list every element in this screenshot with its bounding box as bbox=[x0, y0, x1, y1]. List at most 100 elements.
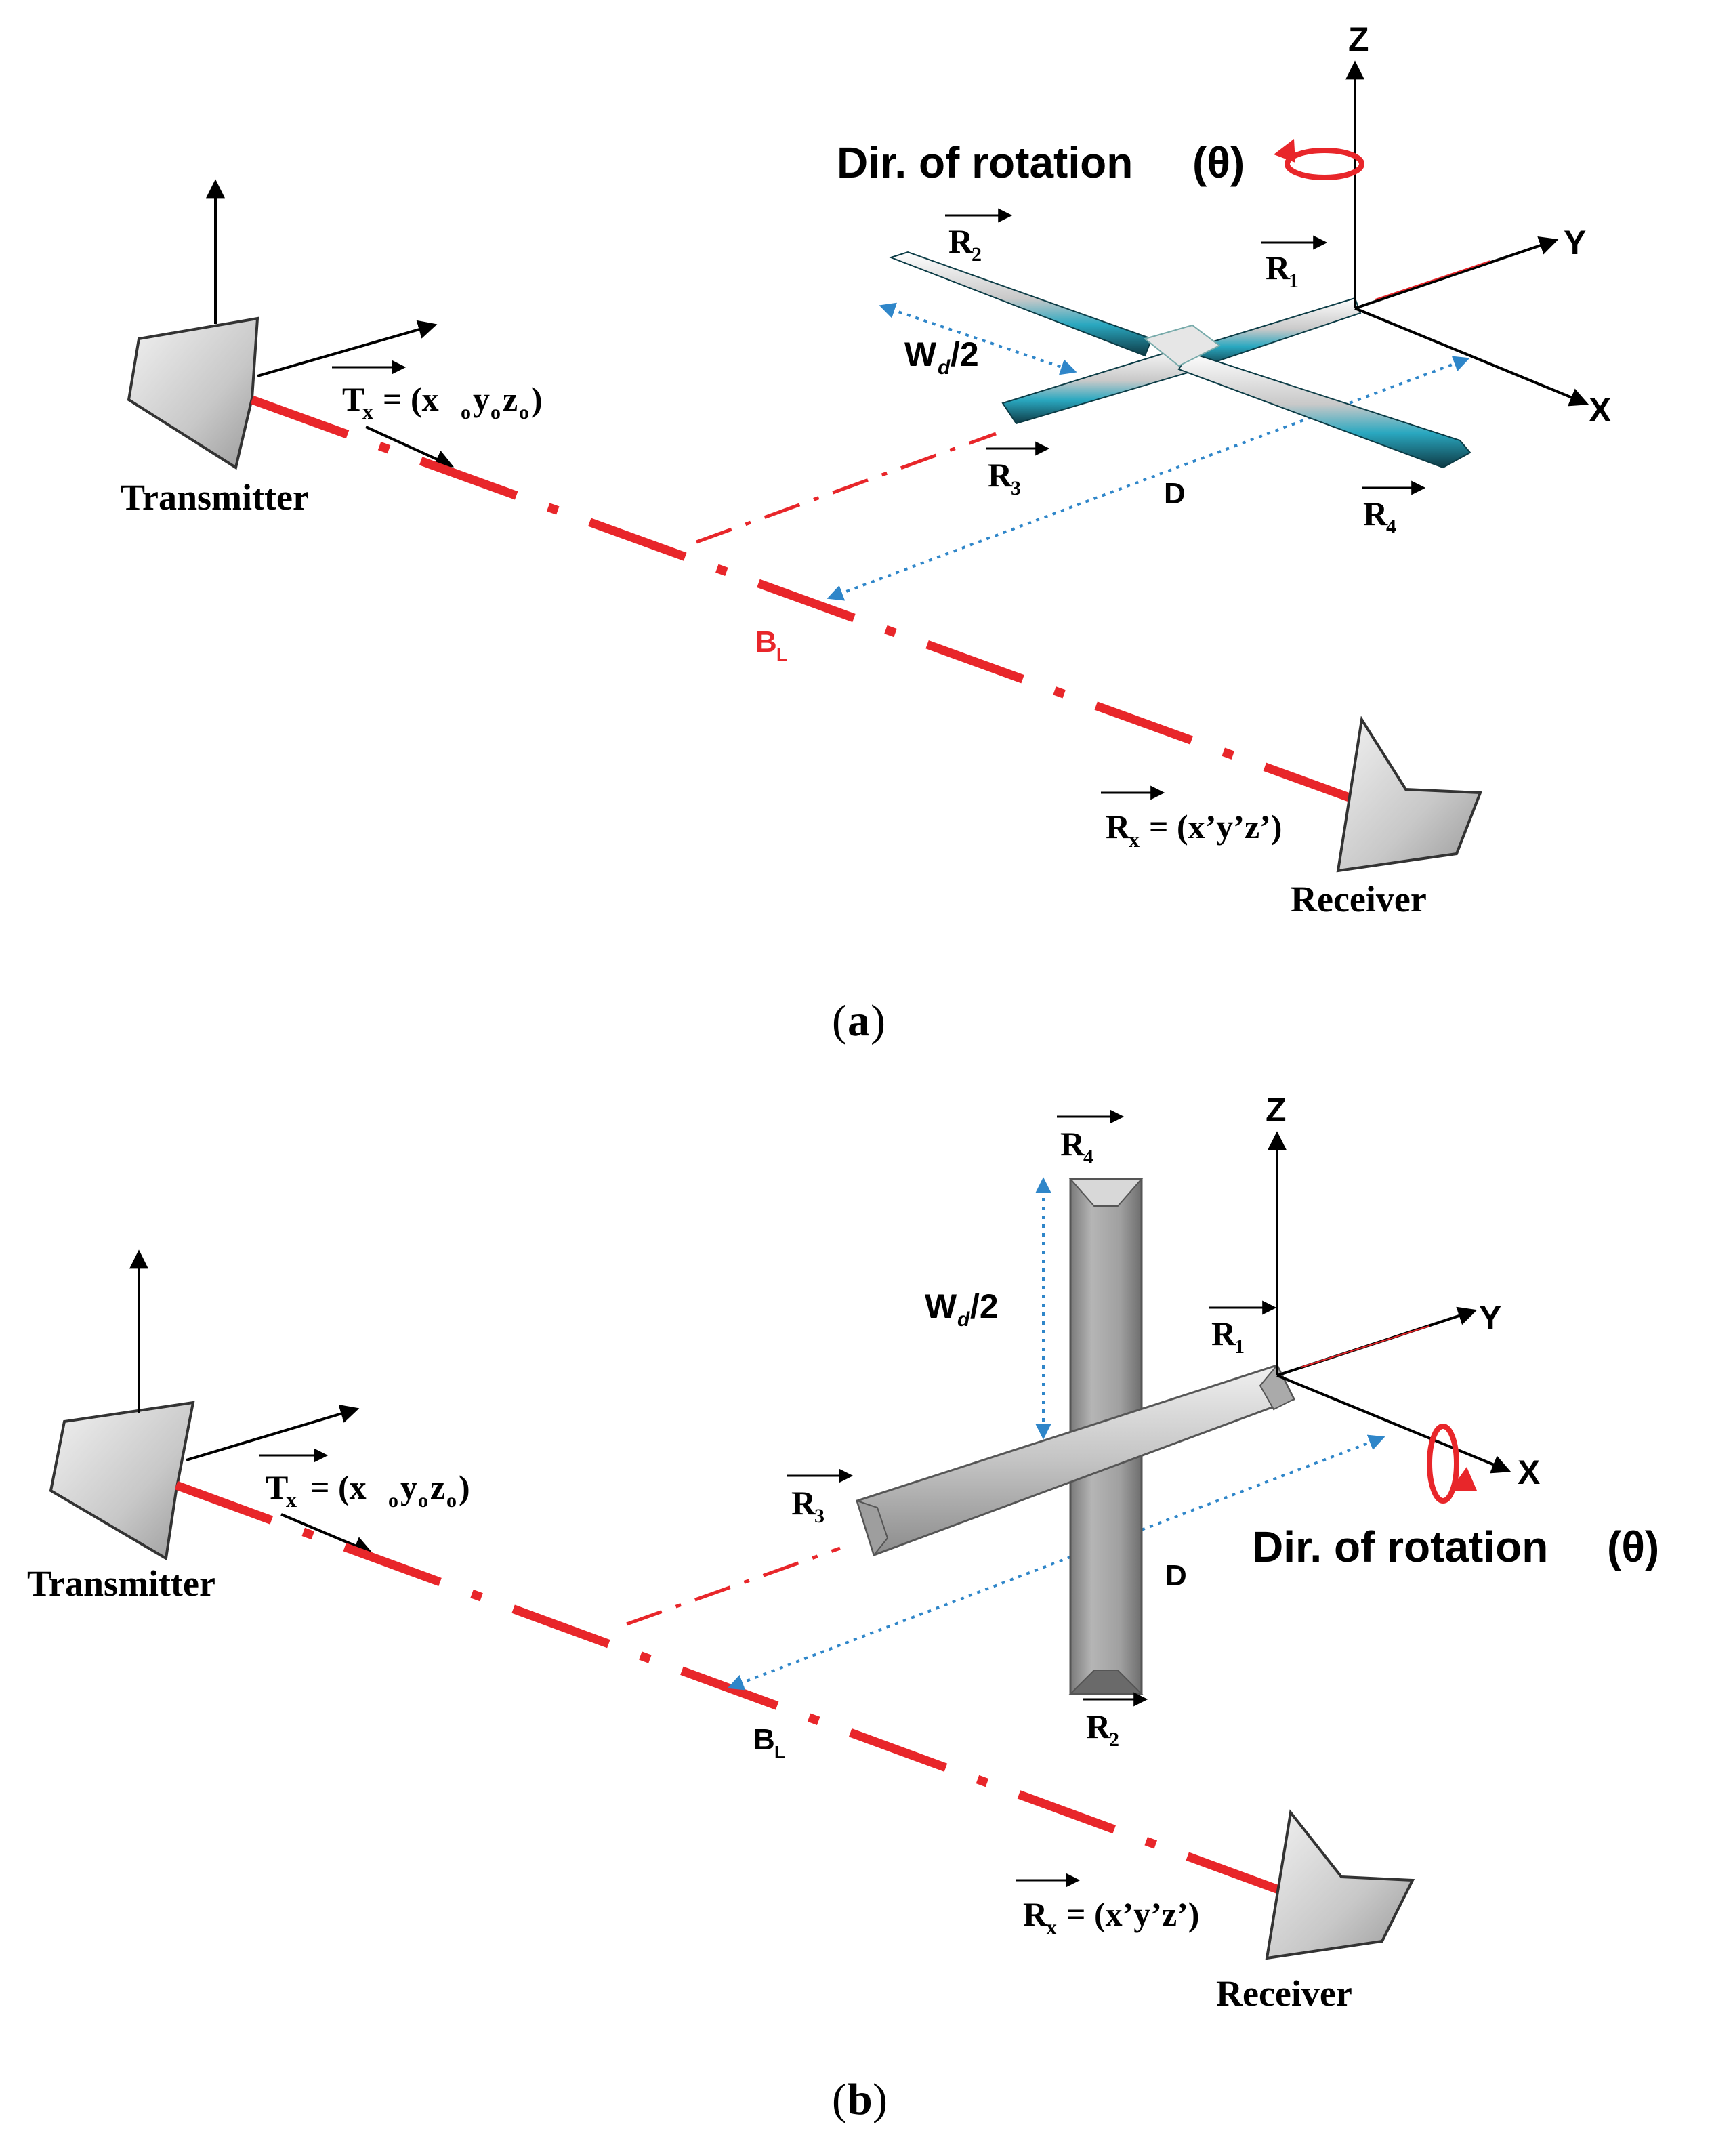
tx-y: y bbox=[473, 380, 490, 418]
rx-eq: = (x’y’z’) bbox=[1149, 808, 1282, 846]
rotation-arrowhead-icon bbox=[1274, 139, 1295, 163]
y-axis-red bbox=[1375, 260, 1491, 300]
wd-label-a: W bbox=[904, 335, 937, 373]
transmitter-horn-icon bbox=[49, 1401, 195, 1561]
x-axis bbox=[1276, 1374, 1511, 1474]
r4-sub: 4 bbox=[1083, 1146, 1093, 1168]
beam-segment bbox=[250, 395, 1357, 804]
blade-vertical-top-bevel bbox=[1068, 1178, 1144, 1207]
wd-sub-b: d bbox=[957, 1308, 970, 1331]
caption-b-letter: b bbox=[848, 2075, 873, 2124]
bl-sub-a: L bbox=[776, 644, 787, 665]
tx-o2: o bbox=[490, 401, 501, 423]
r1-symbol: R bbox=[1266, 249, 1291, 287]
axis-y-label: Y bbox=[1479, 1299, 1501, 1337]
tx-side-axis bbox=[186, 1405, 360, 1461]
tx-beam-arrow bbox=[365, 426, 455, 468]
wd-tail-a: /2 bbox=[951, 335, 979, 373]
caption-a: ( a ) bbox=[832, 996, 885, 1045]
bl-label-b: B bbox=[753, 1723, 775, 1756]
blade-horizontal-end bbox=[1259, 1364, 1295, 1411]
rotation-symbol: (θ) bbox=[1192, 138, 1245, 187]
beam-line-a bbox=[250, 395, 1357, 804]
receiver-label: Receiver bbox=[1216, 1973, 1352, 2014]
r3-sub: 3 bbox=[1011, 477, 1021, 499]
r2-symbol: R bbox=[948, 222, 974, 260]
rx-vector-symbol: R bbox=[1023, 1895, 1048, 1933]
rx-eq: = (x’y’z’) bbox=[1066, 1895, 1199, 1933]
r4-sub: 4 bbox=[1386, 516, 1396, 538]
wd-tail-b: /2 bbox=[970, 1287, 999, 1325]
rx-vector-sub: x bbox=[1046, 1915, 1057, 1939]
rx-vector-symbol: R bbox=[1106, 808, 1131, 846]
axis-x-label: X bbox=[1589, 391, 1611, 429]
x-axis bbox=[1354, 307, 1589, 407]
blade-vertical-bottom-bevel bbox=[1068, 1670, 1144, 1695]
r3-symbol: R bbox=[988, 456, 1013, 494]
wd-arrow-a bbox=[879, 302, 1077, 375]
axis-y-label: Y bbox=[1564, 224, 1586, 262]
d-label-b: D bbox=[1165, 1559, 1187, 1592]
caption-b: ( b ) bbox=[832, 2075, 888, 2124]
receiver-label: Receiver bbox=[1291, 879, 1427, 919]
tx-close: ) bbox=[459, 1468, 470, 1506]
r1-symbol: R bbox=[1211, 1314, 1236, 1352]
caption-a-open: ( bbox=[832, 996, 847, 1045]
r4-symbol: R bbox=[1060, 1125, 1085, 1163]
tx-y: y bbox=[400, 1468, 417, 1506]
rotation-label: Dir. of rotation bbox=[1252, 1522, 1548, 1571]
r2-sub: 2 bbox=[972, 243, 982, 266]
r-labels-a: R 1 R 2 R 3 R 4 bbox=[945, 208, 1426, 538]
axes-b: Z Y X bbox=[1266, 1091, 1540, 1491]
y-axis bbox=[1354, 236, 1559, 310]
r1-sub: 1 bbox=[1289, 270, 1299, 292]
rotation-arrow-icon bbox=[1427, 1424, 1459, 1504]
transmitter-horn-icon bbox=[127, 316, 259, 470]
tx-o3: o bbox=[519, 401, 529, 423]
transmitter-label: Transmitter bbox=[27, 1563, 215, 1604]
caption-a-close: ) bbox=[871, 996, 885, 1045]
tx-beam-arrow bbox=[280, 1513, 373, 1555]
transmitter-b: Transmitter T x = (x o y o z o ) bbox=[27, 1249, 470, 1604]
r-labels-b: R 4 R 1 R 3 R 2 bbox=[787, 1109, 1277, 1751]
tx-eq: = (x bbox=[310, 1468, 367, 1506]
r4-symbol: R bbox=[1363, 495, 1388, 533]
r2-sub: 2 bbox=[1109, 1728, 1119, 1751]
caption-a-letter: a bbox=[848, 996, 870, 1045]
blade-r4 bbox=[1177, 351, 1471, 469]
rotation-arrowhead-icon bbox=[1450, 1467, 1477, 1491]
wd-sub-a: d bbox=[938, 356, 951, 379]
tx-vector-symbol: T bbox=[342, 380, 364, 418]
blade-r1 bbox=[1188, 297, 1362, 369]
rotor-blades-b bbox=[856, 1178, 1296, 1695]
r3-sub: 3 bbox=[814, 1505, 824, 1527]
axes-a: Z Y X bbox=[1345, 20, 1611, 429]
tx-close: ) bbox=[531, 380, 543, 418]
tx-vector-sub: x bbox=[286, 1487, 297, 1512]
tx-o1: o bbox=[388, 1489, 398, 1512]
tx-o2: o bbox=[418, 1489, 428, 1512]
beam-to-target bbox=[626, 1546, 841, 1626]
rotation-symbol: (θ) bbox=[1607, 1522, 1659, 1571]
bl-sub-b: L bbox=[774, 1742, 785, 1762]
axis-x-label: X bbox=[1518, 1453, 1540, 1491]
receiver-horn-icon bbox=[1336, 716, 1482, 873]
r1-sub: 1 bbox=[1234, 1335, 1245, 1358]
rotation-label: Dir. of rotation bbox=[837, 138, 1133, 187]
tx-vector-sub: x bbox=[362, 399, 373, 423]
caption-b-close: ) bbox=[873, 2075, 888, 2124]
r3-symbol: R bbox=[791, 1484, 816, 1522]
blade-hub bbox=[1143, 324, 1221, 367]
tx-eq: = (x bbox=[383, 380, 439, 418]
transmitter-label: Transmitter bbox=[121, 477, 309, 518]
panel-a: Transmitter T x = (x o y o z o ) B L Rec… bbox=[121, 20, 1611, 1045]
tx-side-axis bbox=[257, 320, 438, 377]
blade-horizontal-left-end bbox=[856, 1499, 889, 1557]
transmitter-a: Transmitter T x = (x o y o z o ) bbox=[121, 179, 543, 518]
rx-vector-sub: x bbox=[1129, 827, 1140, 852]
panel-b: Transmitter T x = (x o y o z o ) B L Rec… bbox=[27, 1091, 1659, 2124]
y-axis-red bbox=[1300, 1325, 1430, 1368]
rotation-arrow-icon bbox=[1285, 148, 1364, 180]
distance-d-arrow-a bbox=[827, 356, 1470, 601]
